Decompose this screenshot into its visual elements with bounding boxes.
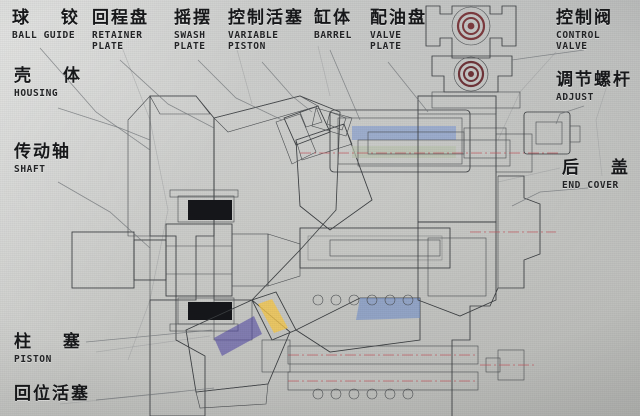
label-control-valve: 控制阀 CONTROL VALVE bbox=[556, 10, 613, 51]
label-housing-cn: 壳 体 bbox=[14, 66, 93, 86]
label-valve-plate-cn: 配油盘 bbox=[370, 8, 427, 28]
lower-piston-rods bbox=[261, 339, 479, 391]
label-swash-plate: 摇摆 SWASH PLATE bbox=[174, 10, 212, 51]
control-valve bbox=[425, 5, 521, 109]
cover-bolt bbox=[480, 349, 536, 381]
adjust-screw bbox=[523, 111, 581, 155]
label-barrel: 缸体 BARREL bbox=[314, 10, 352, 41]
paper-creases bbox=[59, 41, 613, 405]
ball-guide-upper bbox=[283, 105, 331, 146]
label-ball-guide-en1: BALL GUIDE bbox=[12, 30, 76, 41]
case-section-wedge bbox=[213, 95, 341, 341]
label-piston-en1: PISTON bbox=[14, 354, 52, 365]
label-variable-piston: 控制活塞 VARIABLE PISTON bbox=[228, 10, 304, 51]
label-adjust: 调节螺杆 ADJUST bbox=[556, 72, 632, 103]
label-valve-plate: 配油盘 VALVE PLATE bbox=[370, 10, 427, 51]
label-swash-plate-en2: PLATE bbox=[174, 40, 206, 52]
label-end-cover-en1: END COVER bbox=[562, 180, 619, 191]
label-shaft: 传动轴 SHAFT bbox=[14, 144, 71, 175]
label-barrel-en1: BARREL bbox=[314, 30, 352, 41]
label-swash-plate-cn: 摇摆 bbox=[174, 8, 212, 28]
label-retainer-plate-en2: PLATE bbox=[92, 40, 124, 52]
label-shaft-cn: 传动轴 bbox=[14, 142, 71, 162]
label-swash-plate-en1: SWASH bbox=[174, 30, 206, 41]
label-variable-piston-cn: 控制活塞 bbox=[228, 8, 304, 28]
label-return-piston: 回位活塞 bbox=[14, 386, 90, 403]
label-variable-piston-en1: VARIABLE bbox=[228, 30, 279, 41]
label-adjust-cn: 调节螺杆 bbox=[556, 70, 632, 90]
label-retainer-plate: 回程盘 RETAINER PLATE bbox=[92, 10, 149, 51]
leader-lines bbox=[39, 47, 589, 401]
label-end-cover: 后 盖 END COVER bbox=[562, 160, 640, 191]
label-ball-guide-cn: 球 铰 bbox=[12, 8, 91, 28]
label-housing-en1: HOUSING bbox=[14, 88, 59, 99]
label-piston-cn: 柱 塞 bbox=[14, 332, 93, 352]
shaft-bearing-lower bbox=[169, 297, 239, 332]
label-valve-plate-en1: VALVE bbox=[370, 30, 402, 41]
label-adjust-en1: ADJUST bbox=[556, 92, 594, 103]
label-barrel-cn: 缸体 bbox=[314, 8, 352, 28]
swash-lower-wedge bbox=[295, 297, 421, 353]
label-piston: 柱 塞 PISTON bbox=[14, 334, 93, 365]
label-retainer-plate-cn: 回程盘 bbox=[92, 8, 149, 28]
label-control-valve-en1: CONTROL bbox=[556, 30, 601, 41]
label-valve-plate-en2: PLATE bbox=[370, 40, 402, 52]
cylinder-barrel-lower bbox=[299, 227, 451, 269]
label-shaft-en1: SHAFT bbox=[14, 164, 46, 175]
label-variable-piston-en2: PISTON bbox=[228, 40, 266, 52]
label-end-cover-cn: 后 盖 bbox=[562, 158, 640, 178]
label-control-valve-cn: 控制阀 bbox=[556, 8, 613, 28]
label-retainer-plate-en1: RETAINER bbox=[92, 30, 143, 41]
label-housing: 壳 体 HOUSING bbox=[14, 68, 93, 99]
label-control-valve-en2: VALVE bbox=[556, 40, 588, 52]
label-ball-guide: 球 铰 BALL GUIDE bbox=[12, 10, 91, 41]
shaft-bearing-upper bbox=[169, 189, 239, 223]
label-return-piston-cn: 回位活塞 bbox=[14, 384, 90, 404]
